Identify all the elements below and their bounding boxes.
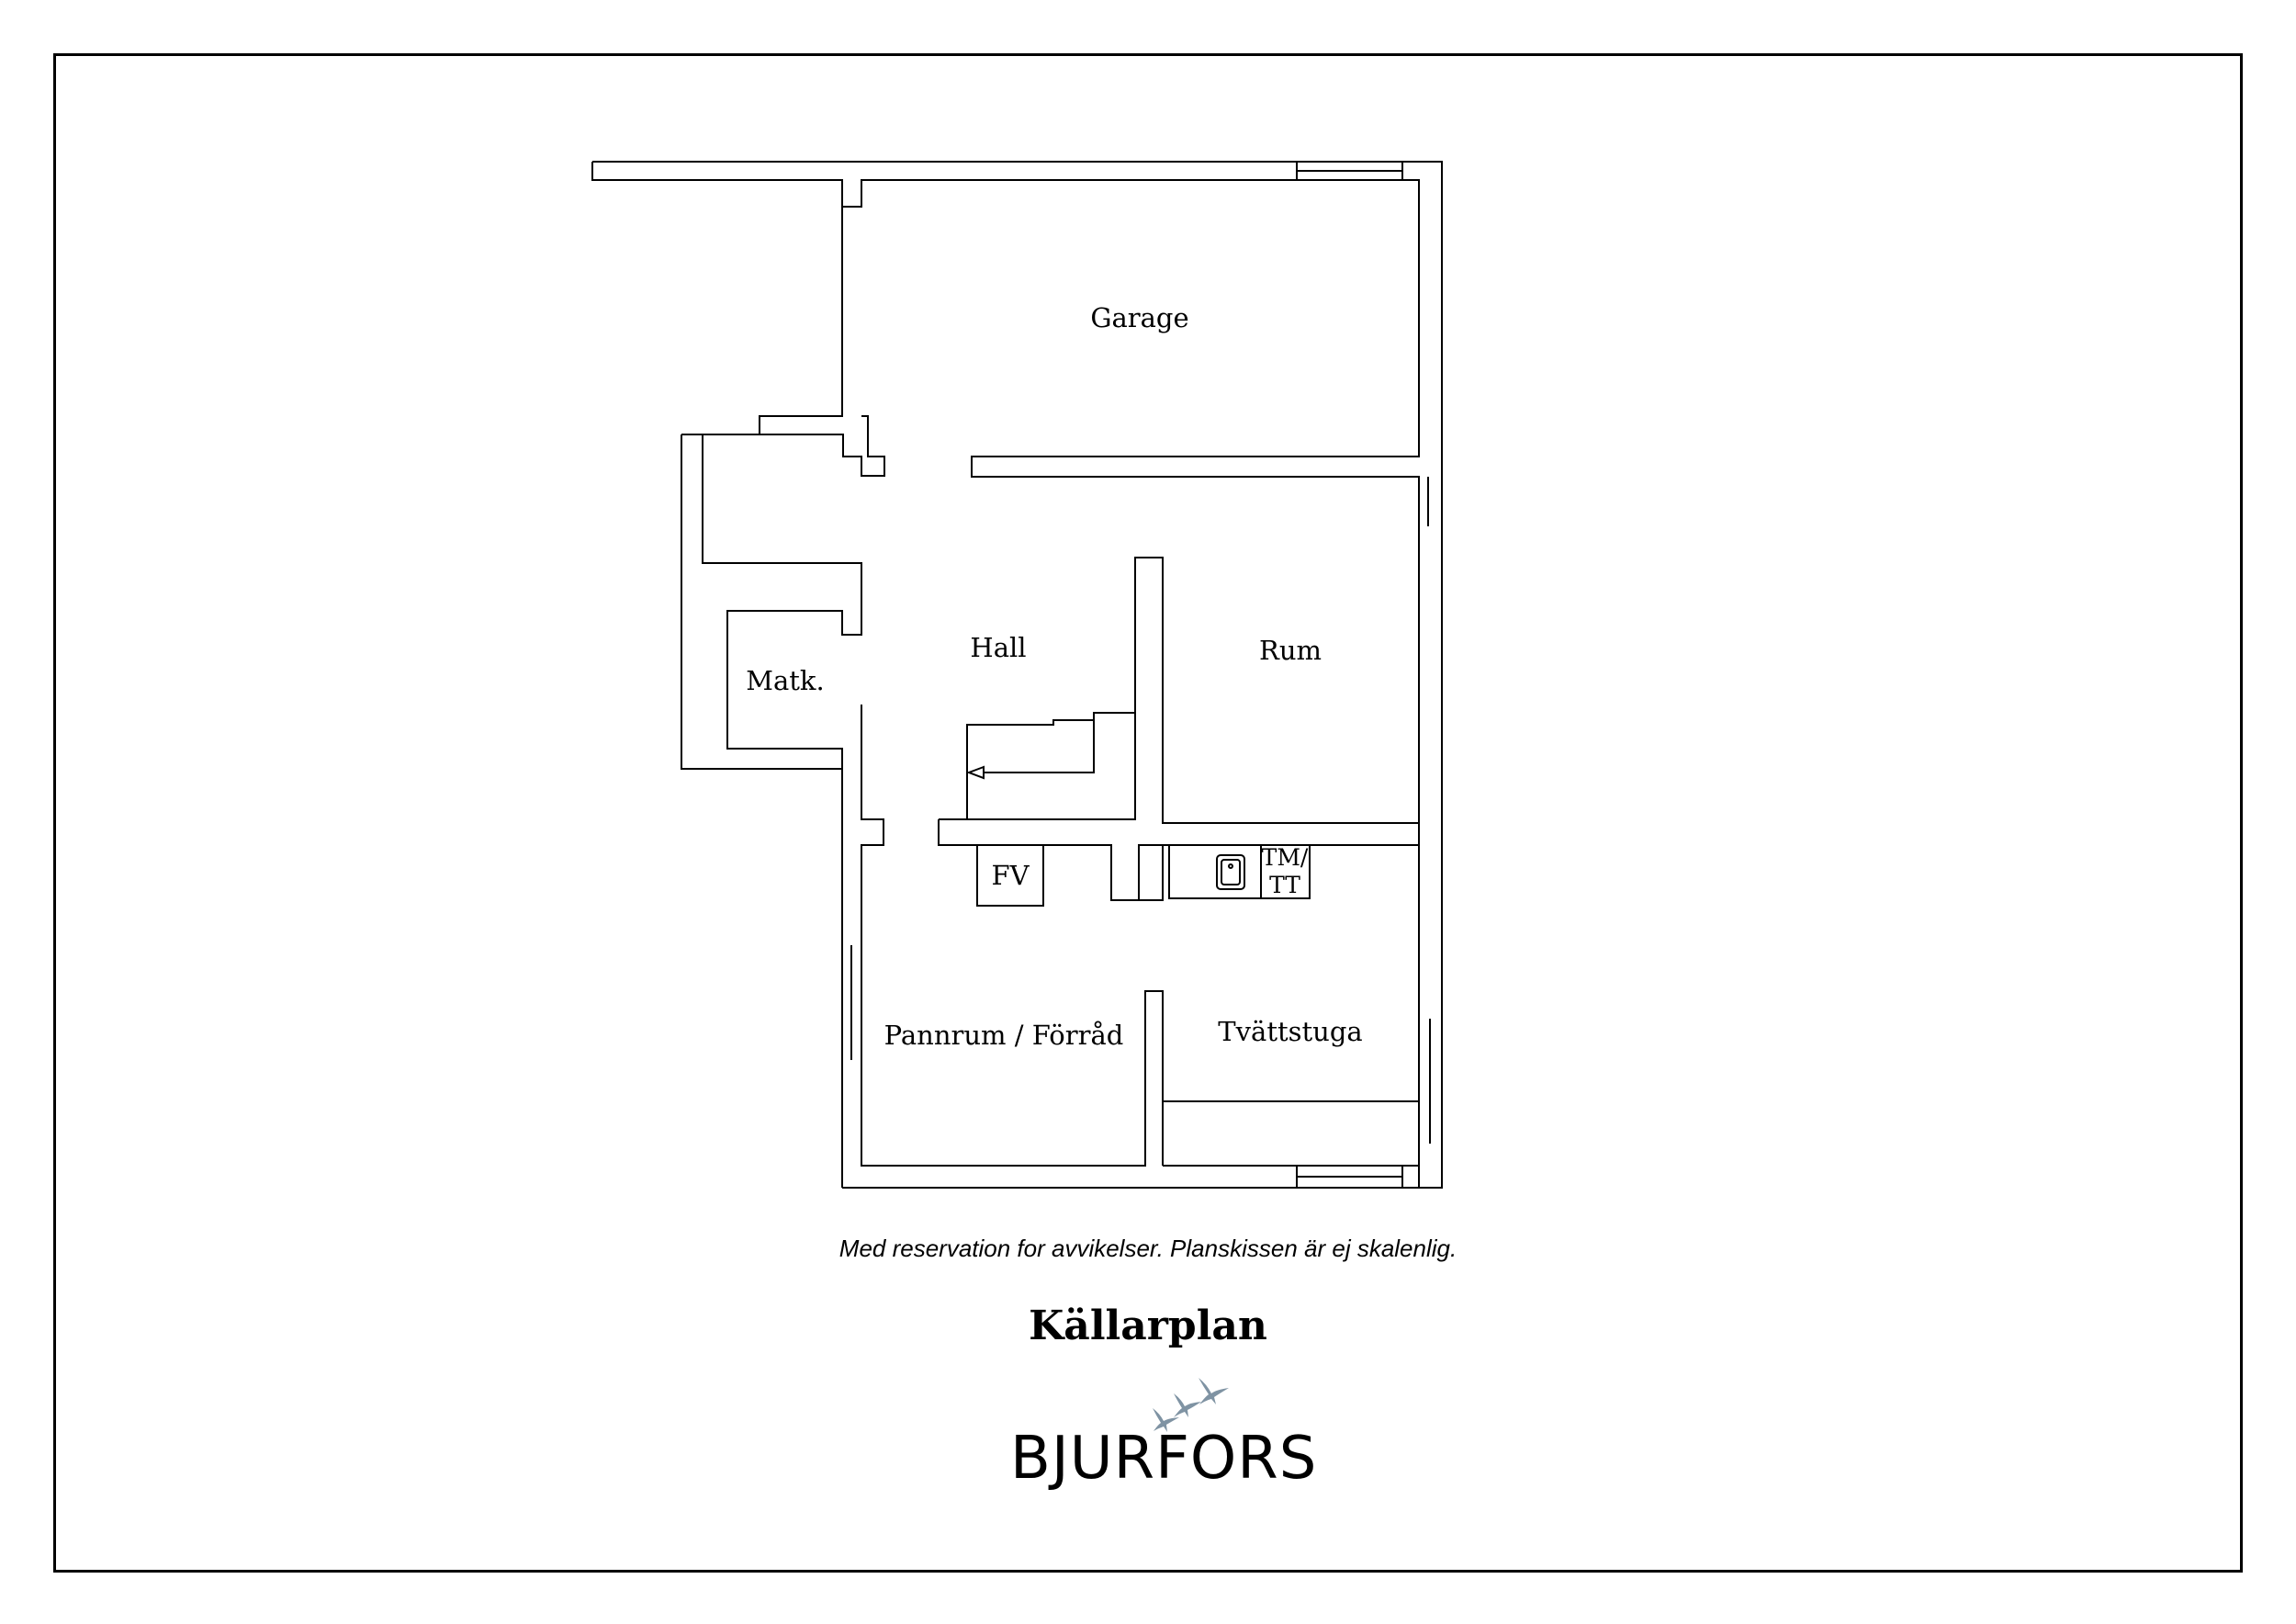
room-label-fv: FV bbox=[991, 860, 1030, 891]
room-label-rum: Rum bbox=[1258, 635, 1322, 666]
floor-title: Källarplan bbox=[1029, 1303, 1267, 1349]
room-label-tm-tt: TM/ TT bbox=[1262, 844, 1309, 899]
room-label-garage: Garage bbox=[1090, 302, 1189, 333]
staircase bbox=[966, 712, 1135, 819]
page-frame bbox=[53, 53, 2243, 1573]
birds-logo-icon bbox=[1153, 1378, 1229, 1432]
fv-cabinet bbox=[976, 844, 1044, 907]
label-tm: TM/ bbox=[1261, 844, 1309, 871]
brand-logo: BJURFORS bbox=[1010, 1373, 1318, 1493]
laundry-counter bbox=[1168, 844, 1311, 899]
room-label-pannrum: Pannrum / Förråd bbox=[884, 1020, 1124, 1051]
label-tt: TT bbox=[1269, 872, 1300, 898]
disclaimer-text: Med reservation for avvikelser. Planskis… bbox=[838, 1235, 1458, 1262]
room-label-tvattstuga: Tvättstuga bbox=[1218, 1016, 1363, 1047]
brand-name: BJURFORS bbox=[1010, 1425, 1318, 1493]
outer-walls bbox=[591, 161, 1443, 1189]
room-label-hall: Hall bbox=[970, 632, 1027, 663]
room-label-matk: Matk. bbox=[746, 665, 825, 696]
windows bbox=[841, 162, 1443, 1188]
